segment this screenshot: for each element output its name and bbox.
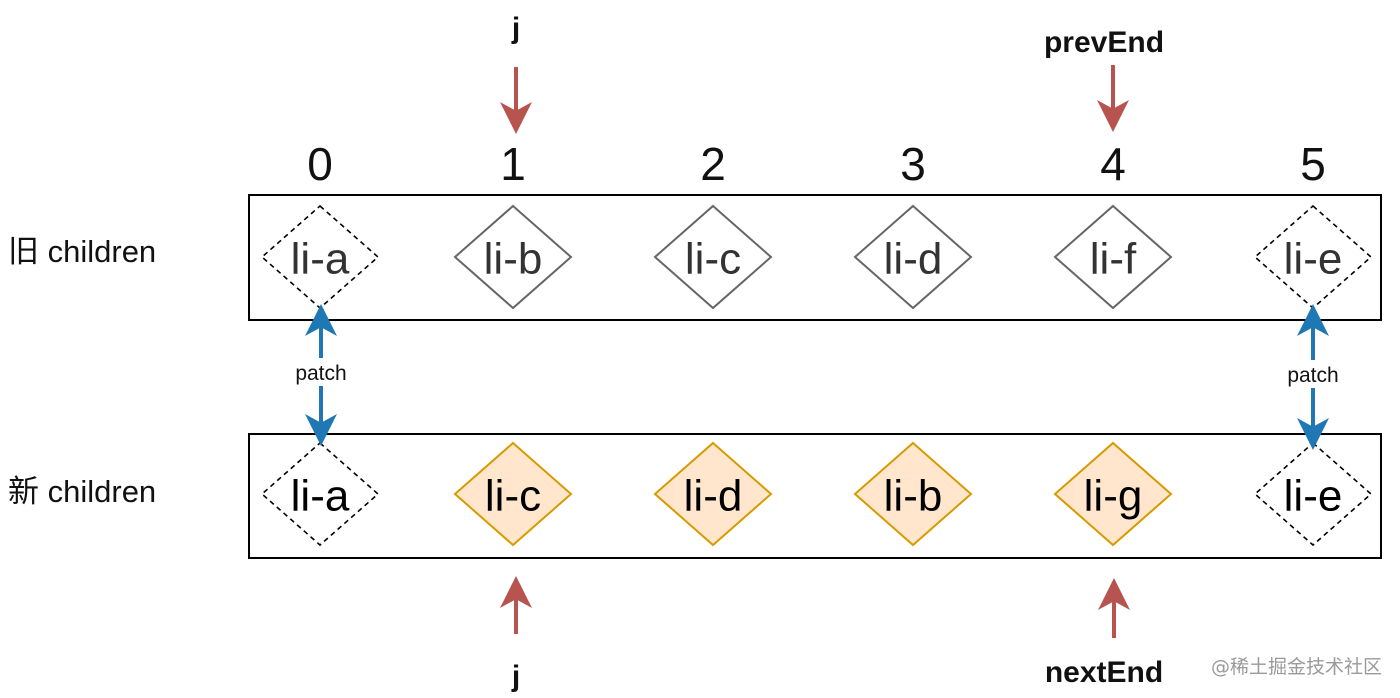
index-label-5: 5	[1300, 138, 1326, 190]
watermark-text: @稀土掘金技术社区	[1211, 656, 1382, 678]
old-node-1-diamond	[453, 204, 573, 310]
new-node-3-diamond	[853, 441, 973, 547]
old-node-1-label: li-b	[484, 235, 543, 284]
old-j-pointer-label: j	[511, 12, 520, 45]
new-j-pointer-label: j	[511, 660, 520, 693]
index-label-0: 0	[307, 138, 333, 190]
new-node-5-diamond	[1253, 441, 1373, 547]
old-node-0-label: li-a	[291, 235, 350, 284]
new-node-4-diamond	[1053, 441, 1173, 547]
new-children-label: 新 children	[8, 474, 156, 509]
old-children-nodes: li-a li-b li-c li-d li-f li-e	[260, 204, 1373, 310]
old-node-2-diamond	[653, 204, 773, 310]
patch-label-right: patch	[1287, 364, 1338, 387]
new-node-1-label: li-c	[485, 472, 541, 521]
old-children-box	[248, 194, 1382, 321]
index-label-2: 2	[700, 138, 726, 190]
old-node-4-diamond	[1053, 204, 1173, 310]
new-node-2-diamond	[653, 441, 773, 547]
new-node-3-label: li-b	[884, 472, 943, 521]
old-node-4-label: li-f	[1090, 235, 1137, 284]
new-node-4-label: li-g	[1084, 472, 1143, 521]
new-node-2-label: li-d	[684, 472, 743, 521]
new-children-nodes: li-a li-c li-d li-b li-g li-e	[260, 441, 1373, 547]
old-node-5-label: li-e	[1284, 235, 1343, 284]
old-node-3-label: li-d	[884, 235, 943, 284]
old-children-label: 旧 children	[8, 234, 156, 269]
old-node-3-diamond	[853, 204, 973, 310]
index-label-3: 3	[900, 138, 926, 190]
new-node-1-diamond	[453, 441, 573, 547]
new-node-5-label: li-e	[1284, 472, 1343, 521]
new-children-box	[248, 433, 1382, 559]
prev-end-pointer-label: prevEnd	[1044, 26, 1164, 59]
patch-label-left: patch	[295, 362, 346, 385]
index-label-4: 4	[1100, 138, 1126, 190]
index-labels: 0 1 2 3 4 5	[307, 138, 1326, 190]
index-label-1: 1	[500, 138, 526, 190]
new-node-0-diamond	[260, 441, 380, 547]
next-end-pointer-label: nextEnd	[1045, 656, 1163, 689]
old-node-2-label: li-c	[685, 235, 741, 284]
new-node-0-label: li-a	[291, 472, 350, 521]
